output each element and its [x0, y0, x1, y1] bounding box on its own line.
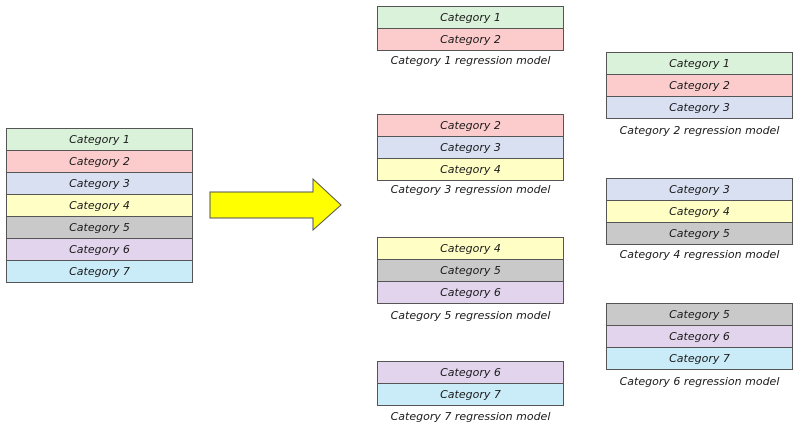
model-1-stack: Category 1 Category 2: [377, 6, 564, 51]
model-6-category-7: Category 7: [606, 347, 793, 370]
model-3-category-2: Category 2: [377, 114, 564, 137]
model-7-caption: Category 7 regression model: [390, 410, 551, 423]
model-3-stack: Category 2 Category 3 Category 4: [377, 114, 564, 181]
model-1-category-1: Category 1: [377, 6, 564, 29]
model-1-category-2: Category 2: [377, 28, 564, 51]
model-2-category-1: Category 1: [606, 52, 793, 75]
model-3-category-4: Category 4: [377, 158, 564, 181]
source-category-1: Category 1: [6, 128, 193, 151]
model-5-caption: Category 5 regression model: [390, 309, 551, 322]
source-category-4: Category 4: [6, 194, 193, 217]
model-7-category-7: Category 7: [377, 383, 564, 406]
source-category-3: Category 3: [6, 172, 193, 195]
model-2-stack: Category 1 Category 2 Category 3: [606, 52, 793, 119]
model-6-category-5: Category 5: [606, 303, 793, 326]
model-4-stack: Category 3 Category 4 Category 5: [606, 178, 793, 245]
model-2-category-2: Category 2: [606, 74, 793, 97]
model-3-category-3: Category 3: [377, 136, 564, 159]
source-category-2: Category 2: [6, 150, 193, 173]
source-category-6: Category 6: [6, 238, 193, 261]
source-category-stack: Category 1 Category 2 Category 3 Categor…: [6, 128, 193, 283]
model-6-caption: Category 6 regression model: [619, 375, 780, 388]
model-2-category-3: Category 3: [606, 96, 793, 119]
model-7-category-6: Category 6: [377, 361, 564, 384]
model-5-category-4: Category 4: [377, 237, 564, 260]
model-7-stack: Category 6 Category 7: [377, 361, 564, 406]
model-5-stack: Category 4 Category 5 Category 6: [377, 237, 564, 304]
right-arrow-icon: [209, 178, 342, 232]
source-category-7: Category 7: [6, 260, 193, 283]
model-2-caption: Category 2 regression model: [619, 124, 780, 137]
model-4-category-3: Category 3: [606, 178, 793, 201]
model-5-category-6: Category 6: [377, 281, 564, 304]
model-4-category-4: Category 4: [606, 200, 793, 223]
source-category-5: Category 5: [6, 216, 193, 239]
model-6-category-6: Category 6: [606, 325, 793, 348]
model-1-caption: Category 1 regression model: [390, 54, 551, 67]
model-5-category-5: Category 5: [377, 259, 564, 282]
model-3-caption: Category 3 regression model: [390, 183, 551, 196]
model-4-caption: Category 4 regression model: [619, 248, 780, 261]
model-6-stack: Category 5 Category 6 Category 7: [606, 303, 793, 370]
model-4-category-5: Category 5: [606, 222, 793, 245]
